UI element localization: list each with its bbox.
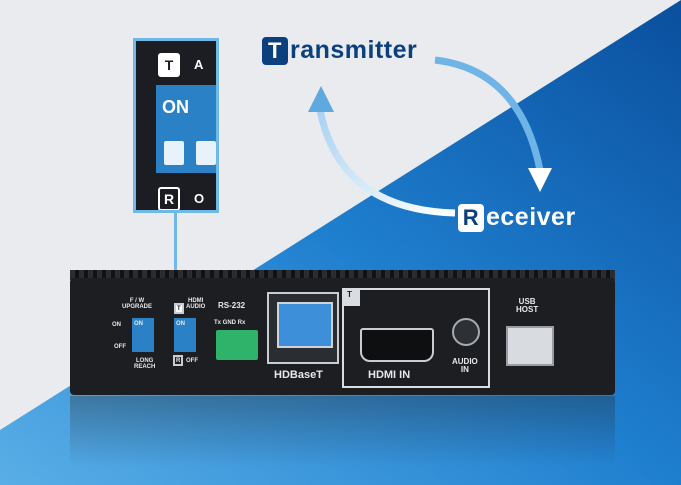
fw-dip-switch[interactable]: ON — [132, 318, 154, 352]
arrow-rx-to-tx — [316, 109, 456, 217]
zoom-bottom-letter: O — [194, 191, 205, 206]
hdmi-in-port[interactable] — [360, 328, 434, 362]
zoom-r-badge: R — [158, 187, 180, 210]
audio-switch-on-text: ON — [176, 321, 185, 327]
rs232-terminal-block[interactable] — [216, 330, 258, 360]
transmitter-badge: T — [262, 36, 288, 65]
zoom-connector-line — [174, 211, 177, 291]
transmitter-text: ransmitter — [290, 36, 418, 64]
arrow-head-down-icon — [528, 168, 552, 192]
zoom-switch-on-text: ON — [162, 97, 189, 117]
heatsink-fins — [70, 270, 615, 280]
fw-on-label: ON — [112, 322, 121, 328]
hdmi-in-label: HDMI IN — [368, 369, 411, 381]
t-badge-icon: T — [174, 303, 184, 314]
rj45-port[interactable] — [277, 302, 333, 348]
arrow-tx-to-rx — [434, 56, 544, 171]
hdmi-audio-label: HDMI AUDIO — [186, 298, 206, 311]
zoom-top-letter: A — [194, 57, 204, 72]
hdbaset-label: HDBaseT — [274, 369, 323, 381]
section-t-badge: T — [342, 288, 360, 306]
transmitter-label: T ransmitter — [262, 36, 417, 65]
audio-off-label: OFF — [186, 358, 198, 364]
receiver-text: eceiver — [486, 203, 576, 231]
long-reach-label: LONG REACH — [134, 358, 156, 371]
transmitter-section-frame — [342, 288, 490, 388]
audio-in-jack[interactable] — [452, 318, 480, 346]
device-reflection — [70, 396, 615, 466]
extender-device: F / W UPGRADE ON OFF ON LONG REACH T HDM… — [70, 278, 615, 395]
arrow-head-up-icon — [308, 86, 334, 112]
zoom-switch-lever — [164, 141, 184, 165]
zoom-t-badge: T — [158, 53, 180, 77]
r-badge-icon: R — [173, 355, 183, 366]
fw-off-label: OFF — [114, 344, 126, 350]
audio-dip-switch[interactable]: ON — [174, 318, 196, 352]
usb-host-label: USB HOST — [516, 297, 539, 315]
rs232-pins-label: Tx GND Rx — [214, 320, 246, 326]
receiver-badge: R — [458, 203, 484, 232]
audio-in-label: AUDIO IN — [452, 357, 478, 375]
zoom-switch-lever — [196, 141, 216, 165]
fw-upgrade-label: F / W UPGRADE — [121, 298, 152, 311]
receiver-label: R eceiver — [458, 203, 576, 232]
usb-b-port[interactable] — [506, 326, 554, 366]
hdbaset-port-frame — [267, 292, 339, 364]
dip-switch-zoom-inset: T A ON R O — [133, 38, 219, 213]
fw-switch-on-text: ON — [134, 321, 143, 327]
rs232-label: RS-232 — [218, 301, 246, 310]
